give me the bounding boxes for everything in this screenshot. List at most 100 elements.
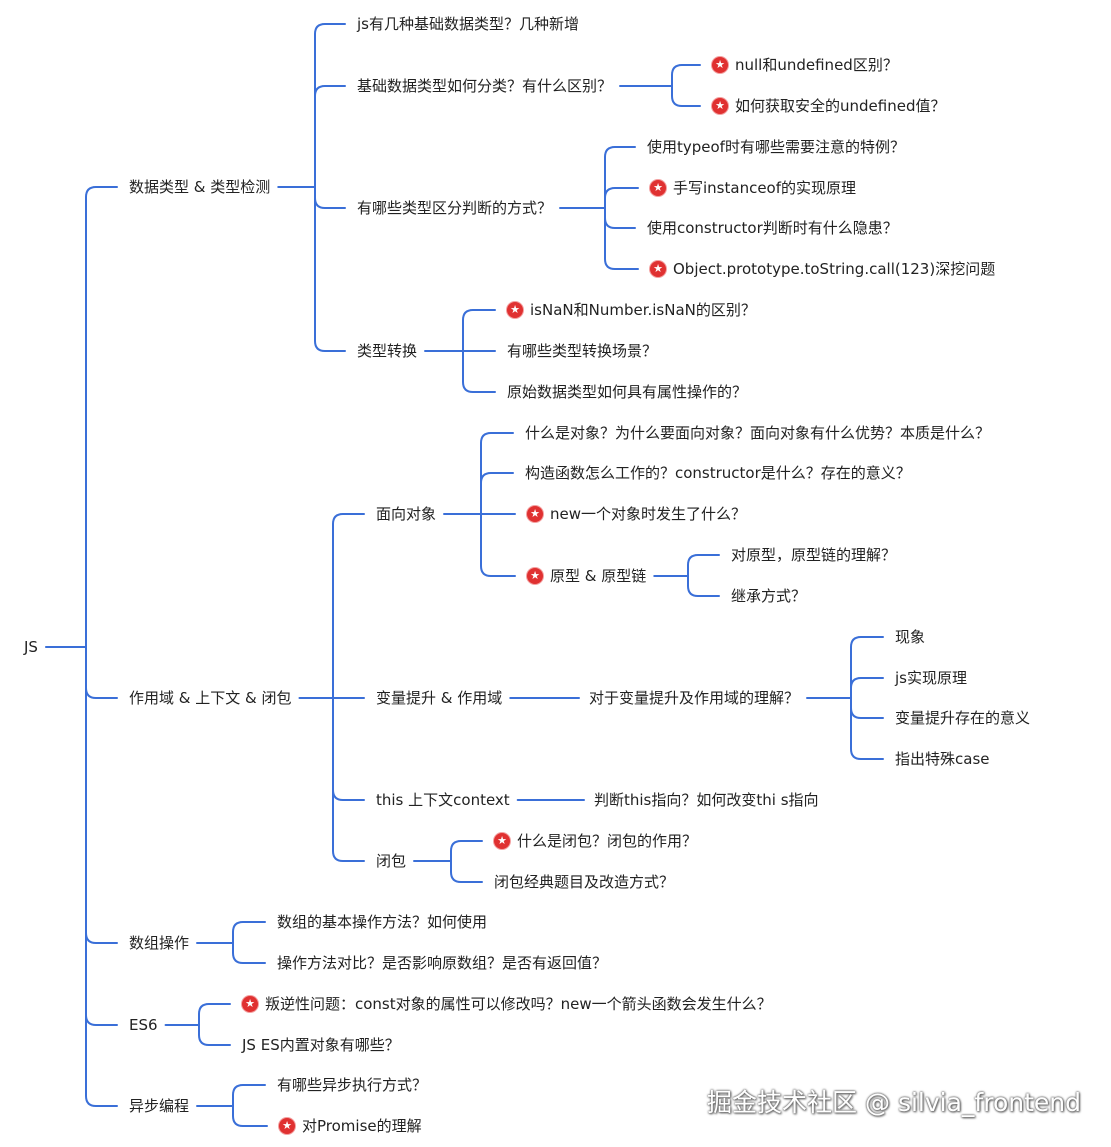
mindmap-node: this 上下文context bbox=[374, 790, 512, 810]
mindmap-node: 使用typeof时有哪些需要注意的特例？ bbox=[645, 137, 907, 157]
node-label: 面向对象 bbox=[376, 505, 437, 523]
node-label: 判断this指向？如何改变thi s指向 bbox=[594, 791, 819, 809]
connector-line bbox=[480, 432, 514, 515]
node-label: 闭包 bbox=[376, 852, 407, 870]
mindmap-node: 基础数据类型如何分类？有什么区别？ bbox=[355, 76, 615, 96]
mindmap-node: 有哪些类型转换场景？ bbox=[505, 341, 660, 361]
connector-line bbox=[85, 646, 118, 699]
mindmap-node: ★ isNaN和Number.isNaN的区别？ bbox=[505, 300, 758, 320]
connector-line bbox=[604, 146, 636, 209]
connector-line bbox=[604, 207, 639, 270]
mindmap-node: JS ES内置对象有哪些？ bbox=[240, 1035, 402, 1055]
mindmap-node: 指出特殊case bbox=[893, 749, 992, 769]
connector-line bbox=[332, 513, 365, 699]
node-label: 有哪些异步执行方式？ bbox=[277, 1076, 428, 1094]
mindmap-node: ★ new一个对象时发生了什么？ bbox=[525, 504, 749, 524]
star-icon: ★ bbox=[712, 98, 728, 114]
node-label: 操作方法对比？是否影响原数组？是否有返回值？ bbox=[277, 954, 608, 972]
connector-line bbox=[314, 186, 346, 209]
connector-line bbox=[462, 309, 496, 352]
node-label: 作用域 & 上下文 & 闭包 bbox=[129, 689, 292, 707]
node-label: 现象 bbox=[895, 628, 926, 646]
mindmap-node: 有哪些异步执行方式？ bbox=[275, 1075, 430, 1095]
node-label: 变量提升 & 作用域 bbox=[376, 689, 503, 707]
star-icon: ★ bbox=[712, 57, 728, 73]
connector-line bbox=[314, 23, 346, 188]
mindmap-node: 数组操作 bbox=[127, 933, 192, 953]
connector-line bbox=[85, 646, 118, 944]
node-label: 如何获取安全的undefined值？ bbox=[735, 97, 946, 115]
root-node: JS bbox=[22, 637, 40, 657]
mindmap-node: 闭包经典题目及改造方式？ bbox=[492, 872, 677, 892]
node-label: 类型转换 bbox=[357, 342, 418, 360]
mindmap-node: 原始数据类型如何具有属性操作的？ bbox=[505, 382, 750, 402]
star-icon: ★ bbox=[650, 180, 666, 196]
connector-line bbox=[332, 697, 365, 862]
mindmap-node: ★ 叛逆性问题：const对象的属性可以修改吗？new一个箭头函数会发生什么？ bbox=[240, 994, 774, 1014]
node-label: 对于变量提升及作用域的理解？ bbox=[589, 689, 800, 707]
node-label: JS bbox=[24, 638, 38, 656]
connector-line bbox=[850, 636, 884, 699]
star-icon: ★ bbox=[507, 302, 523, 318]
node-label: 原始数据类型如何具有属性操作的？ bbox=[507, 383, 748, 401]
node-label: new一个对象时发生了什么？ bbox=[550, 505, 747, 523]
node-label: JS ES内置对象有哪些？ bbox=[242, 1036, 400, 1054]
node-label: Object.prototype.toString.call(123)深挖问题 bbox=[673, 260, 996, 278]
connector-line bbox=[480, 513, 516, 577]
mindmap-node: 对于变量提升及作用域的理解？ bbox=[587, 688, 802, 708]
node-label: 有哪些类型区分判断的方式？ bbox=[357, 199, 553, 217]
node-label: 变量提升存在的意义 bbox=[895, 709, 1031, 727]
node-label: 构造函数怎么工作的？constructor是什么？存在的意义？ bbox=[525, 464, 911, 482]
connector-line bbox=[314, 85, 346, 188]
node-label: 指出特殊case bbox=[895, 750, 990, 768]
node-label: null和undefined区别？ bbox=[735, 56, 898, 74]
node-label: 使用constructor判断时有什么隐患？ bbox=[647, 219, 898, 237]
connector-line bbox=[850, 677, 884, 699]
mindmap-node: ★ 手写instanceof的实现原理 bbox=[648, 178, 859, 198]
connector-line bbox=[850, 697, 884, 760]
mindmap-node: 判断this指向？如何改变thi s指向 bbox=[592, 790, 821, 810]
watermark: 掘金技术社区 @ silvia_frontend bbox=[707, 1088, 1081, 1117]
connector-line bbox=[687, 554, 720, 577]
mindmap-node: 什么是对象？为什么要面向对象？面向对象有什么优势？本质是什么？ bbox=[523, 423, 993, 443]
star-icon: ★ bbox=[650, 261, 666, 277]
connector-line bbox=[232, 1105, 268, 1127]
mindmap-node: 有哪些类型区分判断的方式？ bbox=[355, 198, 555, 218]
connector-line bbox=[198, 1024, 231, 1046]
connector-line bbox=[314, 186, 346, 352]
node-label: this 上下文context bbox=[376, 791, 510, 809]
mindmap-node: 变量提升 & 作用域 bbox=[374, 688, 505, 708]
node-label: ES6 bbox=[129, 1016, 158, 1034]
node-label: 什么是闭包？闭包的作用？ bbox=[517, 832, 698, 850]
mindmap-node: 数据类型 & 类型检测 bbox=[127, 177, 273, 197]
mindmap-node: 对原型，原型链的理解？ bbox=[729, 545, 899, 565]
star-icon: ★ bbox=[494, 833, 510, 849]
node-label: isNaN和Number.isNaN的区别？ bbox=[530, 301, 756, 319]
node-label: 闭包经典题目及改造方式？ bbox=[494, 873, 675, 891]
node-label: 手写instanceof的实现原理 bbox=[673, 179, 857, 197]
connector-line bbox=[671, 64, 701, 87]
node-label: 异步编程 bbox=[129, 1097, 190, 1115]
mindmap-node: 变量提升存在的意义 bbox=[893, 708, 1033, 728]
star-icon: ★ bbox=[527, 506, 543, 522]
node-label: js有几种基础数据类型？几种新增 bbox=[357, 15, 579, 33]
connector-line bbox=[687, 575, 720, 597]
mindmap-node: 作用域 & 上下文 & 闭包 bbox=[127, 688, 294, 708]
node-label: 叛逆性问题：const对象的属性可以修改吗？new一个箭头函数会发生什么？ bbox=[265, 995, 772, 1013]
connector-line bbox=[198, 1003, 231, 1026]
connector-line bbox=[480, 472, 514, 515]
mindmap-node: 继承方式？ bbox=[729, 586, 809, 606]
node-label: 使用typeof时有哪些需要注意的特例？ bbox=[647, 138, 905, 156]
node-label: 对Promise的理解 bbox=[302, 1117, 422, 1135]
connector-line bbox=[671, 85, 701, 107]
mindmap-node: 类型转换 bbox=[355, 341, 420, 361]
mindmap-node: 异步编程 bbox=[127, 1096, 192, 1116]
connector-line bbox=[232, 1084, 266, 1107]
node-label: 数组的基本操作方法？如何使用 bbox=[277, 913, 488, 931]
node-label: 基础数据类型如何分类？有什么区别？ bbox=[357, 77, 613, 95]
star-icon: ★ bbox=[527, 568, 543, 584]
mindmap-node: 闭包 bbox=[374, 851, 409, 871]
node-label: 对原型，原型链的理解？ bbox=[731, 546, 897, 564]
star-icon: ★ bbox=[242, 996, 258, 1012]
